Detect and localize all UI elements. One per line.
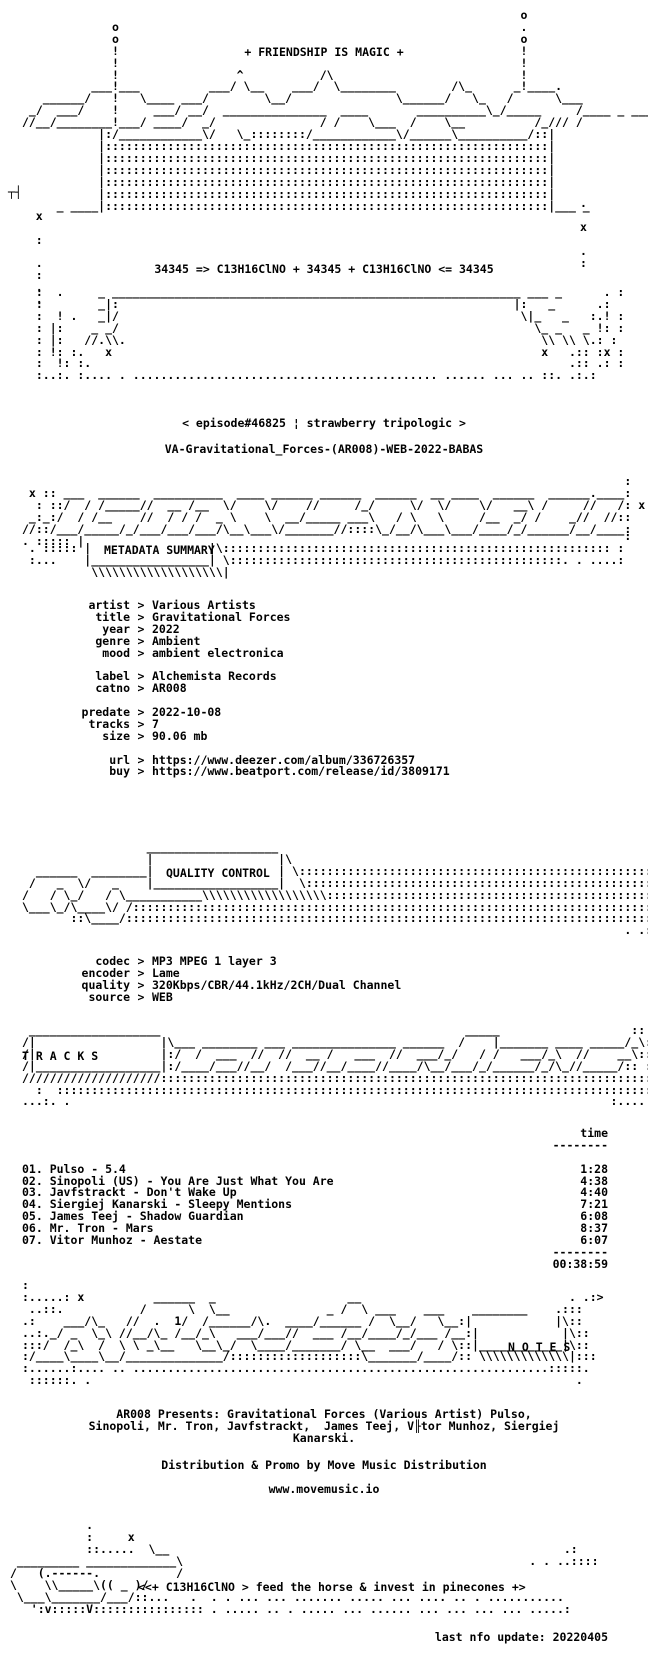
quality-header-art: ___________________ | |\ ______ ________…	[22, 840, 648, 938]
metadata-header-art: : x :: ___ ______ __________ ____ ______…	[22, 474, 646, 548]
side-marks-right: . x . :	[580, 196, 587, 270]
field-year: year>2022	[102, 621, 180, 636]
tracks-section-title: T R A C K S	[22, 1049, 99, 1063]
field-label: label>Alchemista Records	[95, 669, 277, 684]
field-genre: genre>Ambient	[95, 633, 201, 648]
notes-section-title: N O T E S	[508, 1340, 571, 1354]
field-artist: artist>Various Artists	[88, 598, 256, 612]
field-title: title>Gravitational Forces	[95, 609, 291, 624]
website-link[interactable]: www.movemusic.io	[268, 1482, 380, 1496]
quality-fields: codec>MP3 MPEG 1 layer 3 encoder>Lame qu…	[22, 954, 402, 1004]
release-name: VA-Gravitational_Forces-(AR008)-WEB-2022…	[164, 442, 484, 456]
notes-header-art: : :.....: x ______ _ __ . .:> ..::. / \ …	[22, 1278, 604, 1388]
notes-line-3: Kanarski.	[292, 1431, 356, 1445]
metadata-fields: artist>Various Artists title>Gravitation…	[22, 598, 450, 779]
buy-link[interactable]: https://www.beatport.com/release/id/3809…	[152, 764, 450, 779]
field-source: source>WEB	[88, 989, 173, 1004]
formula-line: 34345 => C13H16ClNO + 34345 + C13H16ClNO…	[154, 262, 494, 276]
footer-horse-art: . : x ::..... \__ .: _________ _________…	[10, 1518, 599, 1592]
url-link[interactable]: https://www.deezer.com/album/336726357	[152, 752, 416, 767]
metadata-section-title: METADATA SUMMARY	[104, 543, 215, 557]
field-catno: catno>AR008	[95, 681, 187, 696]
banner-art: o o . o o !	[22, 8, 648, 213]
notes-line-2: Sinopoli, Mr. Tron, Javfstrackt, James T…	[88, 1419, 560, 1433]
footer-tagline: <<+ C13H16ClNO > feed the horse & invest…	[138, 1580, 526, 1594]
track-row: 02. Sinopoli (US) - You Are Just What Yo…	[22, 1173, 608, 1188]
field-buy[interactable]: buy>https://www.beatport.com/release/id/…	[109, 764, 450, 779]
quality-section-title: QUALITY CONTROL	[166, 866, 270, 880]
side-marks-left: ┬┤ x : . : . .	[8, 185, 43, 307]
field-size: size>90.06 mb	[102, 728, 208, 743]
tracks-header-art: ___________________ _____ :: /| |\___ __…	[22, 1023, 648, 1109]
metadata-box-art: : . ::::: | |\::::::::::::::::::::::::::…	[28, 529, 632, 579]
field-quality: quality>320Kbps/CBR/44.1kHz/2CH/Dual Cha…	[81, 977, 402, 992]
field-predate: predate>2022-10-08	[81, 705, 222, 720]
field-mood: mood>ambient electronica	[102, 645, 284, 660]
field-url[interactable]: url>https://www.deezer.com/album/3367263…	[22, 752, 450, 767]
notes-line-1: AR008 Presents: Gravitational Forces (Va…	[116, 1407, 532, 1421]
distribution-line: Distribution & Promo by Move Music Distr…	[161, 1458, 487, 1472]
episode-line: < episode#46825 ¦ strawberry tripologic …	[182, 416, 466, 430]
tracklist-total: 00:38:59	[552, 1256, 608, 1271]
field-encoder: encoder>Lame	[81, 965, 180, 980]
footer-ground-art: \___\_______/___/::... . . . ... ... ...…	[16, 1590, 571, 1616]
banner-motto: + FRIENDSHIP IS MAGIC +	[244, 45, 404, 59]
field-tracks: tracks>7	[88, 716, 159, 731]
lower-banner-art: : . _ __________________________________…	[35, 285, 625, 383]
last-update: last nfo update: 20220405	[434, 1630, 608, 1644]
tracklist-time-header: time	[580, 1126, 608, 1140]
field-codec: codec>MP3 MPEG 1 layer 3	[95, 954, 277, 968]
